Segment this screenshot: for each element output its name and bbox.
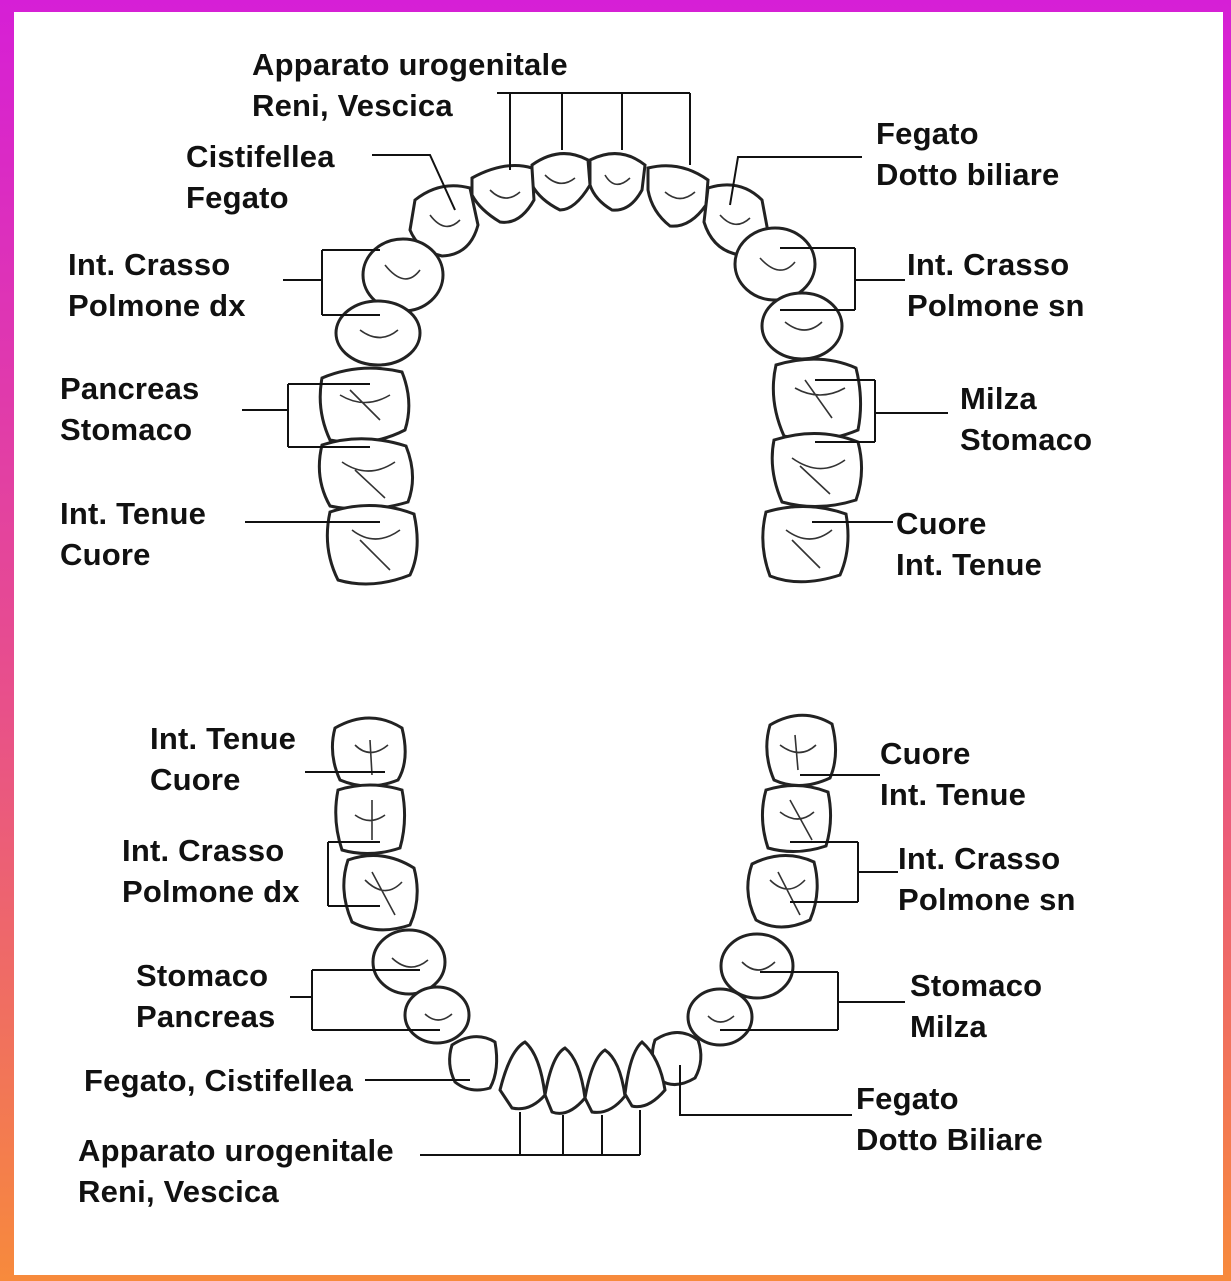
label-line: Int. Crasso [898,838,1076,879]
upper-tooth-incisor-4 [648,166,708,226]
label-line: Milza [910,1006,1042,1047]
upper-tooth-molar-l3 [327,505,417,584]
label-line: Polmone dx [122,871,300,912]
label-line: Cuore [60,534,206,575]
label-line: Stomaco [910,965,1042,1006]
lower-tooth-premolar-r1 [721,934,793,998]
label-line: Dotto biliare [876,154,1059,195]
label-line: Cuore [880,733,1026,774]
label-upper-right-2: Int. Crasso Polmone sn [907,244,1085,326]
upper-tooth-molar-r3 [763,506,848,581]
label-line: Polmone dx [68,285,246,326]
label-line: Cuore [150,759,296,800]
label-line: Fegato, Cistifellea [84,1060,353,1101]
upper-tooth-incisor-1 [532,154,590,210]
lower-tooth-molar-l1 [344,856,417,930]
lower-tooth-molar-r1 [748,855,817,927]
upper-tooth-incisor-2 [590,154,645,211]
label-upper-left-4: Int. Tenue Cuore [60,493,206,575]
label-line: Stomaco [60,409,199,450]
upper-tooth-premolar-r1 [735,228,815,300]
lower-tooth-premolar-l1 [373,930,445,994]
label-lower-right-4: Fegato Dotto Biliare [856,1078,1043,1160]
label-line: Fegato [856,1078,1043,1119]
label-upper-urogenital: Apparato urogenitale Reni, Vescica [252,44,568,126]
upper-tooth-molar-r2 [772,433,861,506]
lower-arch-teeth [332,715,835,1113]
label-upper-left-3: Pancreas Stomaco [60,368,199,450]
label-line: Cistifellea [186,136,335,177]
label-lower-left-2: Int. Crasso Polmone dx [122,830,300,912]
lower-tooth-incisor-1 [500,1042,545,1109]
label-line: Reni, Vescica [252,85,568,126]
label-upper-right-4: Cuore Int. Tenue [896,503,1042,585]
label-line: Cuore [896,503,1042,544]
label-lower-right-3: Stomaco Milza [910,965,1042,1047]
label-lower-left-1: Int. Tenue Cuore [150,718,296,800]
lower-tooth-premolar-l2 [405,987,469,1043]
lower-tooth-incisor-3 [585,1050,625,1112]
label-line: Apparato urogenitale [78,1130,394,1171]
lower-tooth-canine-left [450,1037,497,1090]
upper-tooth-incisor-3 [472,166,534,223]
lower-tooth-incisor-2 [545,1048,585,1113]
lower-tooth-premolar-r2 [688,989,752,1045]
label-line: Int. Crasso [907,244,1085,285]
label-lower-right-2: Int. Crasso Polmone sn [898,838,1076,920]
upper-tooth-premolar-l2 [336,301,420,365]
upper-tooth-premolar-r2 [762,293,842,359]
label-upper-right-3: Milza Stomaco [960,378,1092,460]
label-line: Fegato [186,177,335,218]
label-line: Pancreas [136,996,275,1037]
label-line: Int. Crasso [68,244,246,285]
label-line: Int. Tenue [896,544,1042,585]
label-line: Int. Crasso [122,830,300,871]
label-lower-urogenital: Apparato urogenitale Reni, Vescica [78,1130,394,1212]
label-line: Reni, Vescica [78,1171,394,1212]
label-line: Polmone sn [907,285,1085,326]
upper-arch-teeth [319,154,861,584]
upper-tooth-molar-l2 [319,439,412,509]
label-line: Pancreas [60,368,199,409]
label-line: Int. Tenue [150,718,296,759]
label-line: Int. Tenue [880,774,1026,815]
upper-tooth-molar-r1 [773,359,860,440]
label-upper-right-1: Fegato Dotto biliare [876,113,1059,195]
label-line: Polmone sn [898,879,1076,920]
label-upper-left-1: Cistifellea Fegato [186,136,335,218]
label-line: Apparato urogenitale [252,44,568,85]
label-lower-right-1: Cuore Int. Tenue [880,733,1026,815]
label-line: Milza [960,378,1092,419]
label-line: Stomaco [960,419,1092,460]
lower-tooth-molar-l2 [336,785,405,854]
label-lower-left-4: Fegato, Cistifellea [84,1060,353,1101]
label-upper-left-2: Int. Crasso Polmone dx [68,244,246,326]
label-line: Stomaco [136,955,275,996]
label-line: Dotto Biliare [856,1119,1043,1160]
label-line: Fegato [876,113,1059,154]
label-line: Int. Tenue [60,493,206,534]
label-lower-left-3: Stomaco Pancreas [136,955,275,1037]
